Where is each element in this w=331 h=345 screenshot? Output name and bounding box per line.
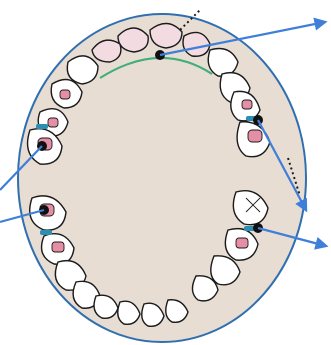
tooth-upper-premolar-left-2-crown <box>48 118 58 127</box>
tooth-lower-premolar-right-1-crown <box>236 238 248 248</box>
tooth-upper-canine-left <box>67 56 98 84</box>
tooth-upper-incisor-1 <box>118 28 148 52</box>
palate-oval <box>18 14 306 342</box>
contact-mark-upper-left <box>36 124 48 129</box>
tooth-lower-premolar-left-1-crown <box>52 242 64 252</box>
contact-mark-lower-left <box>40 230 52 235</box>
tooth-upper-premolar-left-1-crown <box>60 90 70 99</box>
tooth-upper-premolar-right-2-crown <box>242 100 252 109</box>
tooth-upper-molar-right-crown <box>248 130 262 142</box>
